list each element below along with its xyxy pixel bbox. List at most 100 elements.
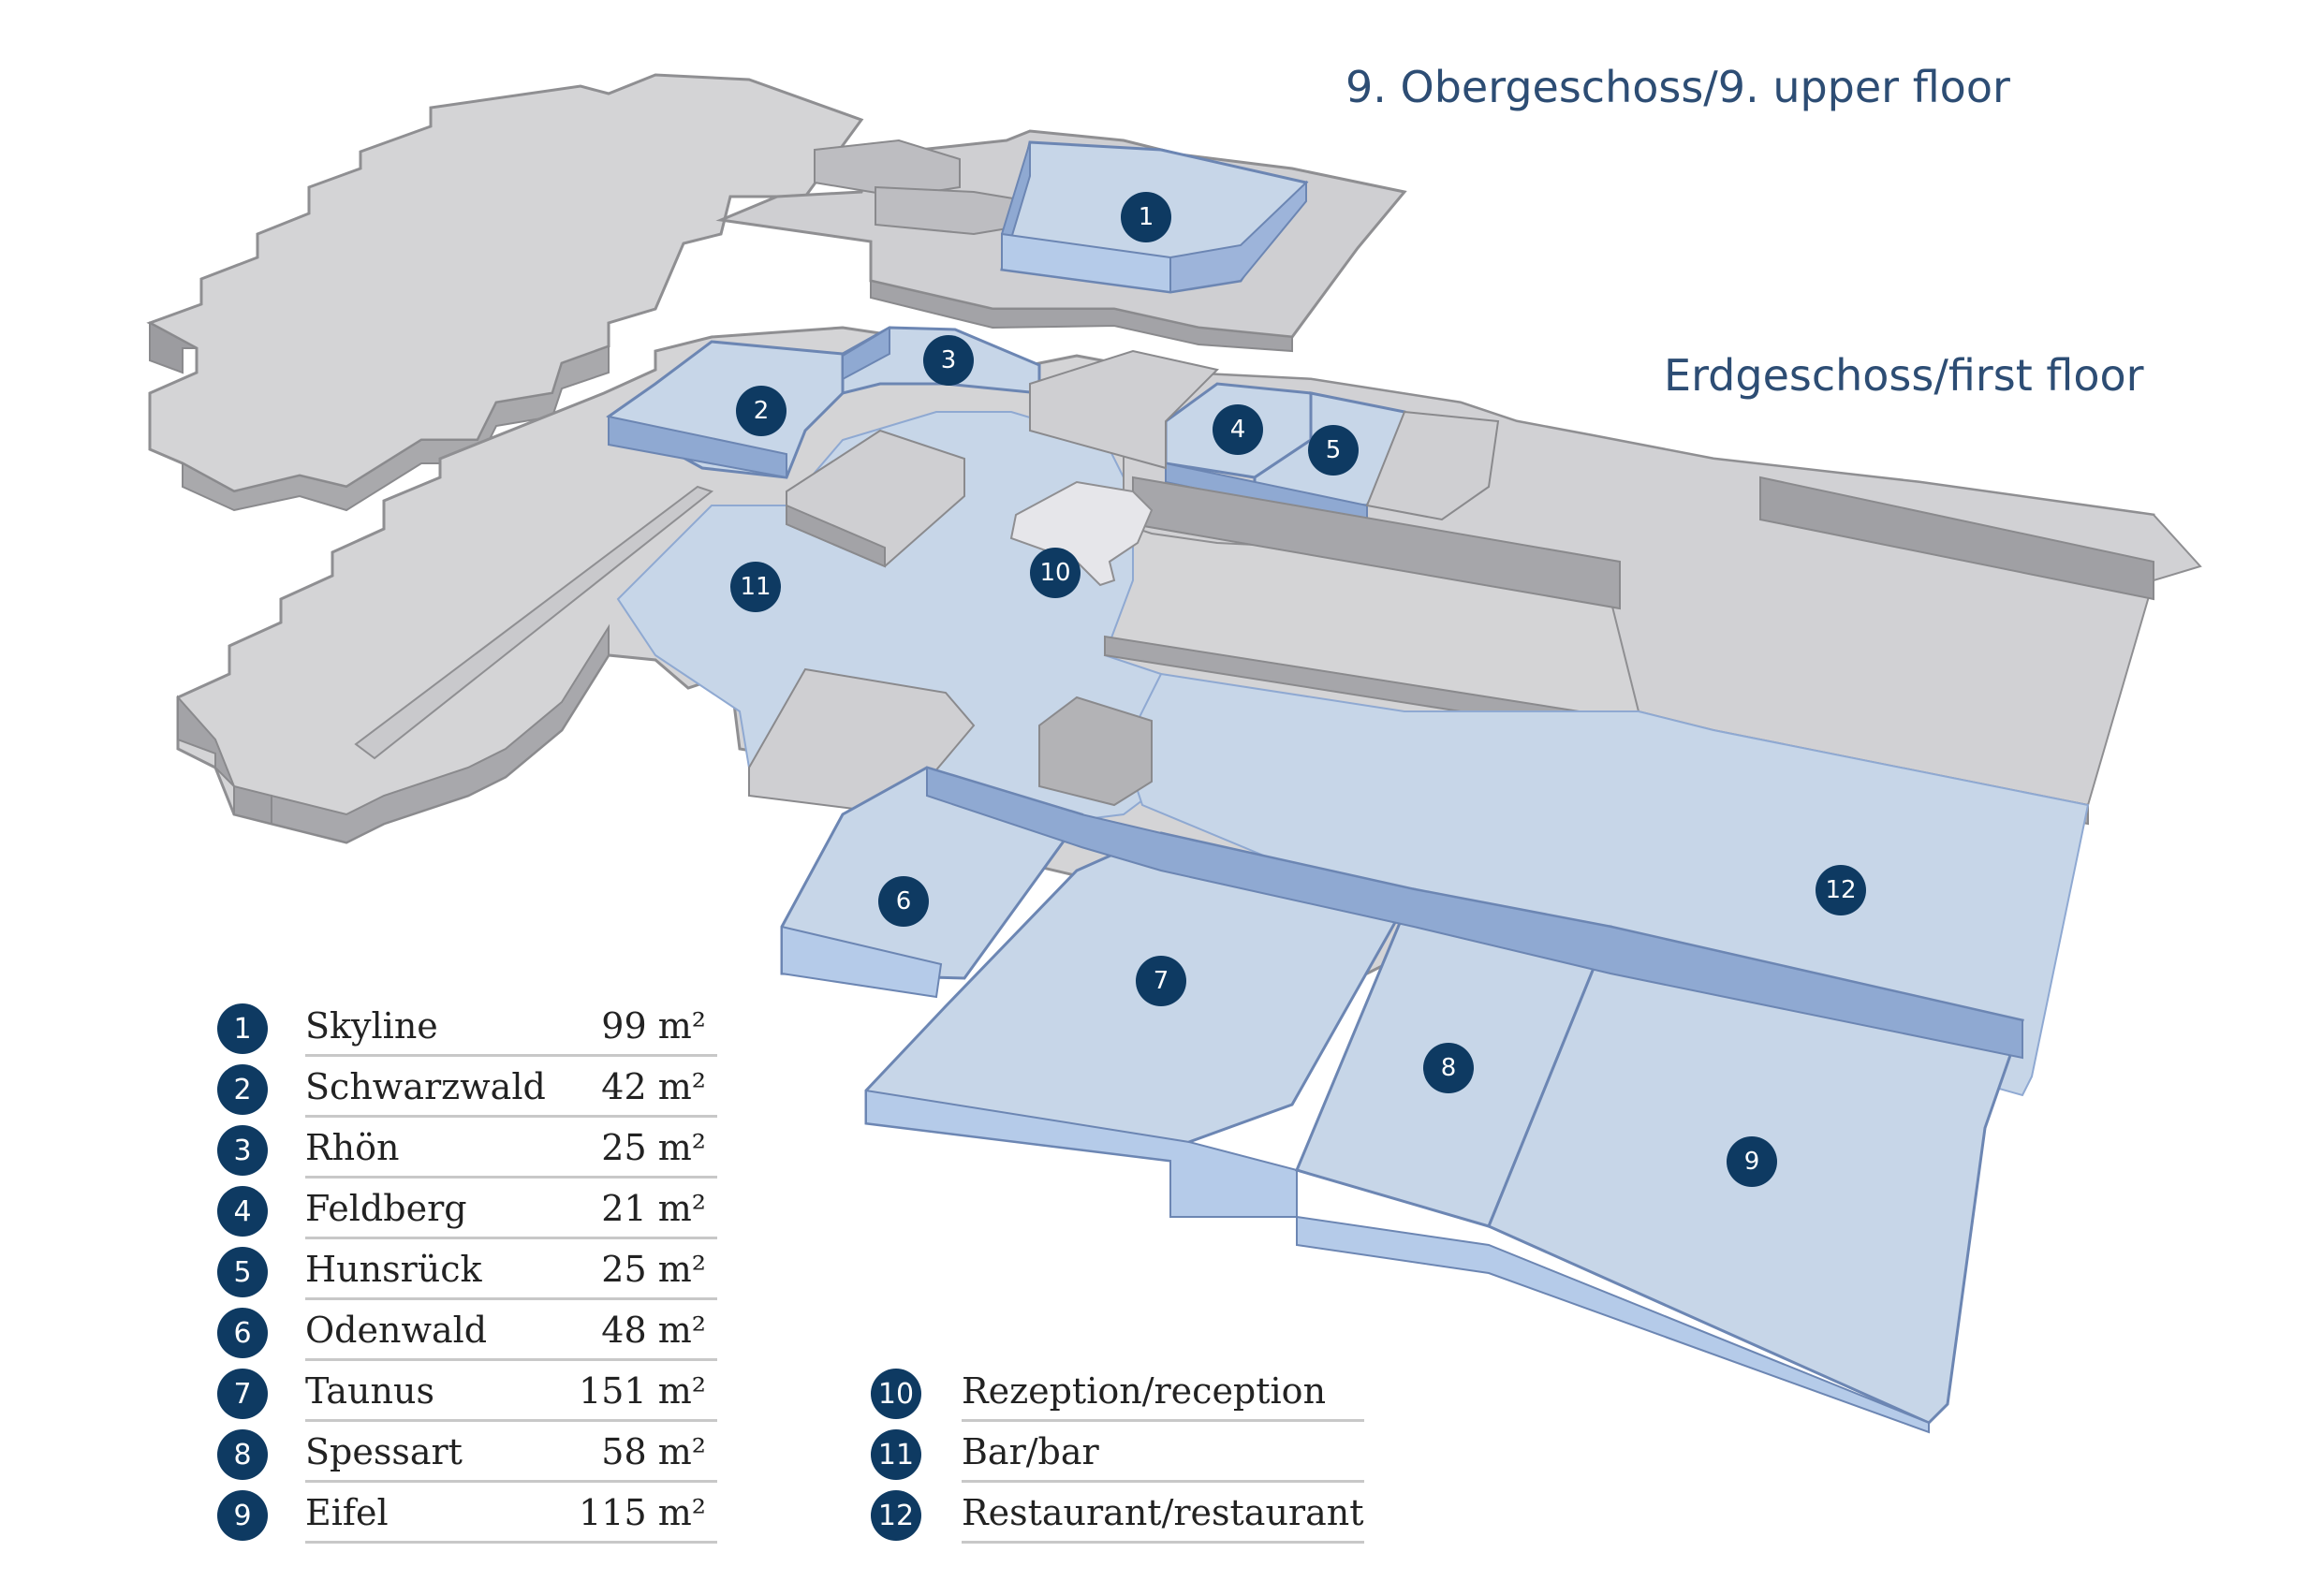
- marker-10-label: 10: [1039, 559, 1070, 587]
- marker-2[interactable]: 2: [736, 386, 787, 436]
- upper-wing-wall-2: [182, 344, 610, 512]
- taunus-windows: [865, 1089, 1298, 1218]
- marker-6-label: 6: [896, 887, 912, 915]
- legend-row: 10 Rezeption/reception: [871, 1365, 1364, 1425]
- marker-4[interactable]: 4: [1213, 404, 1263, 455]
- marker-12-label: 12: [1825, 876, 1856, 904]
- marker-8-label: 8: [1441, 1054, 1457, 1082]
- legend-name: Taunus: [305, 1370, 434, 1412]
- legend-number-badge: 8: [217, 1429, 268, 1480]
- service-block-tall-wall: [1759, 476, 2154, 601]
- marker-11[interactable]: 11: [730, 562, 781, 612]
- rooms-legend: 1 Skyline 99 m² 2 Schwarzwald 42 m² 3 Rhön 25 m²…: [217, 1000, 723, 1561]
- legend-name: Eifel: [305, 1492, 389, 1533]
- legend-row: 6 Odenwald 48 m²: [217, 1304, 717, 1364]
- legend-divider: [305, 1480, 717, 1483]
- marker-1-label: 1: [1139, 203, 1154, 231]
- legend-divider: [305, 1419, 717, 1422]
- legend-name: Hunsrück: [305, 1249, 482, 1290]
- legend-area: 58 m²: [601, 1431, 706, 1472]
- legend-name: Odenwald: [305, 1310, 488, 1351]
- legend-area: 115 m²: [579, 1492, 706, 1533]
- eifel-windows: [1296, 1215, 1930, 1434]
- legend-name: Feldberg: [305, 1188, 467, 1229]
- meeting-rooms-back-wall: [926, 766, 2023, 1060]
- legend-area: 151 m²: [579, 1370, 706, 1412]
- schwarzwald-wall: [608, 415, 787, 479]
- odenwald-wall: [781, 925, 943, 999]
- legend-name: Schwarzwald: [305, 1066, 546, 1107]
- grey-room-a-wall: [786, 504, 886, 568]
- legend-name: Restaurant/restaurant: [962, 1492, 1364, 1533]
- legend-row: 12 Restaurant/restaurant: [871, 1486, 1364, 1546]
- legend-divider: [962, 1419, 1364, 1422]
- marker-1[interactable]: 1: [1121, 192, 1171, 242]
- rhoen-wall: [842, 326, 890, 381]
- legend-name: Rhön: [305, 1127, 400, 1168]
- marker-10[interactable]: 10: [1030, 548, 1081, 598]
- marker-3-label: 3: [941, 346, 957, 374]
- legend-area: 25 m²: [601, 1127, 706, 1168]
- legend-area: 21 m²: [601, 1188, 706, 1229]
- marker-4-label: 4: [1230, 416, 1246, 444]
- marker-3[interactable]: 3: [923, 335, 974, 386]
- ground-floor: [176, 326, 2202, 1434]
- legend-number-badge: 5: [217, 1247, 268, 1297]
- legend-area: 48 m²: [601, 1310, 706, 1351]
- marker-11-label: 11: [740, 573, 771, 601]
- legend-area: 25 m²: [601, 1249, 706, 1290]
- legend-area: 99 m²: [601, 1005, 706, 1047]
- ground-corridor: [354, 485, 714, 760]
- upper-wing-wall: [149, 321, 198, 374]
- upper-small-room: [814, 139, 961, 198]
- legend-number-badge: 11: [871, 1429, 921, 1480]
- marker-6[interactable]: 6: [878, 876, 929, 927]
- legend-divider: [305, 1358, 717, 1361]
- marker-7-label: 7: [1154, 967, 1169, 995]
- legend-row: 8 Spessart 58 m²: [217, 1426, 717, 1486]
- grey-room-b: [1029, 349, 1219, 470]
- legend-number-badge: 12: [871, 1490, 921, 1541]
- legend-number-badge: 4: [217, 1186, 268, 1237]
- marker-2-label: 2: [754, 397, 770, 425]
- legend-number-badge: 10: [871, 1369, 921, 1419]
- upper-floor: [146, 73, 1407, 512]
- marker-5[interactable]: 5: [1308, 425, 1359, 476]
- legend-divider: [305, 1237, 717, 1239]
- legend-divider: [305, 1054, 717, 1057]
- legend-area: 42 m²: [601, 1066, 706, 1107]
- marker-9[interactable]: 9: [1727, 1136, 1777, 1187]
- ground-floor-heading: Erdgeschoss/first floor: [1664, 350, 2144, 401]
- room-markers: 1 2 3 4 5 6 7 8 9 10 11 12: [730, 192, 1866, 1187]
- marker-5-label: 5: [1326, 436, 1342, 464]
- legend-row: 1 Skyline 99 m²: [217, 1000, 717, 1060]
- legend-divider: [305, 1115, 717, 1118]
- legend-name: Spessart: [305, 1431, 463, 1472]
- legend-number-badge: 7: [217, 1369, 268, 1419]
- upper-floor-heading: 9. Obergeschoss/9. upper floor: [1345, 62, 2010, 112]
- legend-number-badge: 1: [217, 1003, 268, 1054]
- legend-divider: [962, 1541, 1364, 1544]
- skyline-room-side: [1169, 180, 1307, 294]
- legend-number-badge: 6: [217, 1308, 268, 1358]
- upper-core-wall: [870, 279, 1293, 353]
- marker-7[interactable]: 7: [1136, 956, 1186, 1006]
- legend-row: 2 Schwarzwald 42 m²: [217, 1061, 717, 1120]
- marker-12[interactable]: 12: [1816, 865, 1866, 915]
- legend-number-badge: 9: [217, 1490, 268, 1541]
- legend-divider: [305, 1176, 717, 1179]
- grey-room-c: [1365, 410, 1500, 521]
- legend-name: Rezeption/reception: [962, 1370, 1327, 1412]
- legend-divider: [962, 1480, 1364, 1483]
- legend-number-badge: 2: [217, 1064, 268, 1115]
- legend-row: 9 Eifel 115 m²: [217, 1486, 717, 1546]
- legend-row: 3 Rhön 25 m²: [217, 1121, 717, 1181]
- legend-row: 4 Feldberg 21 m²: [217, 1182, 717, 1242]
- legend-number-badge: 3: [217, 1125, 268, 1176]
- legend-divider: [305, 1541, 717, 1544]
- legend-divider: [305, 1297, 717, 1300]
- legend-name: Skyline: [305, 1005, 438, 1047]
- marker-8[interactable]: 8: [1423, 1043, 1474, 1093]
